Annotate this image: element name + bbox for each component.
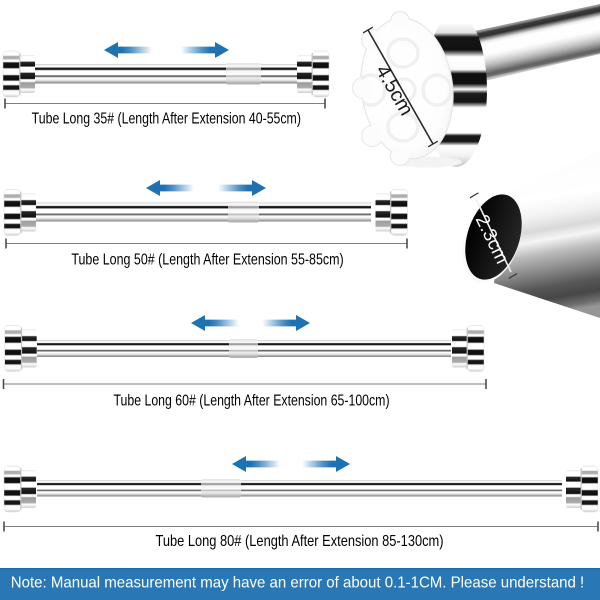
- svg-text:Note: Manual measurement may h: Note: Manual measurement may have an err…: [11, 574, 584, 591]
- svg-text:Tube Long 60# (Length After Ex: Tube Long 60# (Length After Extension 65…: [113, 391, 389, 409]
- svg-text:Tube Long 80# (Length After Ex: Tube Long 80# (Length After Extension 85…: [155, 533, 443, 550]
- svg-text:Tube Long 50# (Length After Ex: Tube Long 50# (Length After Extension 55…: [71, 250, 343, 268]
- svg-text:Tube Long 35# (Length After Ex: Tube Long 35# (Length After Extension 40…: [32, 109, 301, 127]
